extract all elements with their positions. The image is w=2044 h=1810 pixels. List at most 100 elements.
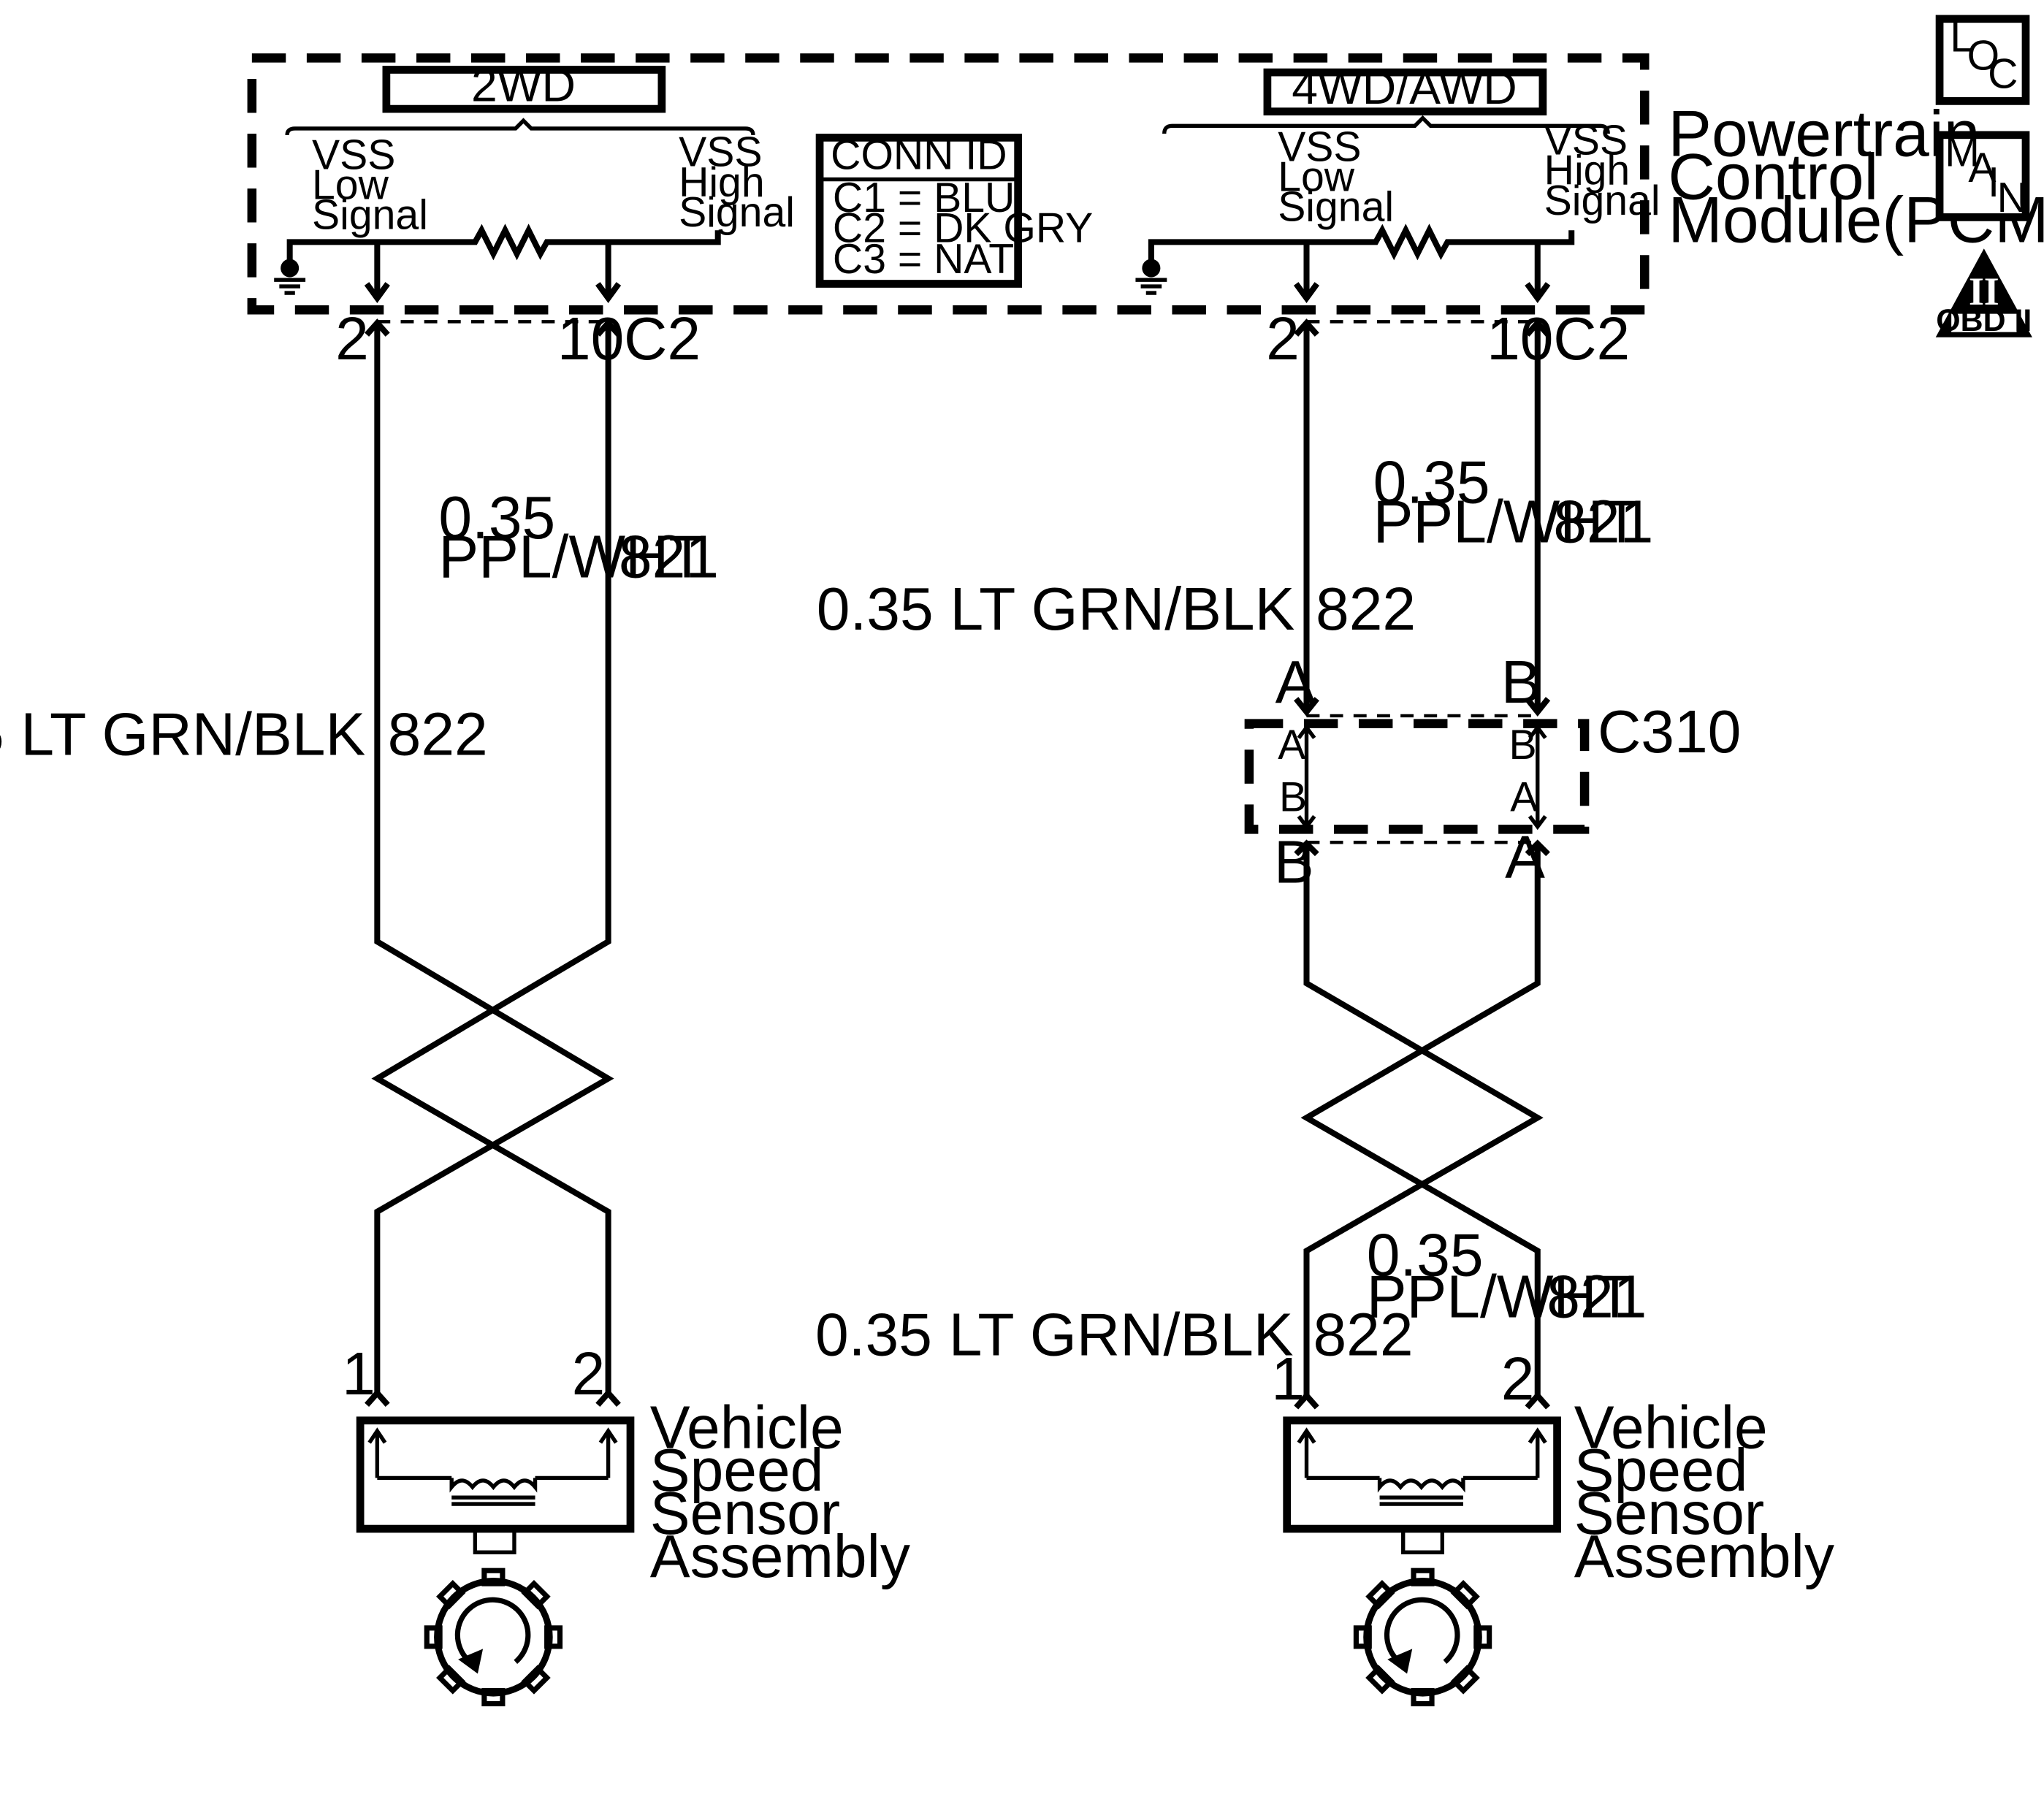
- conn-id-table: CONN ID C1 = BLU C2 = DK GRY C3 = NAT: [815, 131, 1093, 288]
- reluctor-wheel-icon-2wd: [424, 1567, 563, 1707]
- wire-821-color-lower-4wd: PPL/WHT: [1367, 1264, 1633, 1331]
- internal-wire-4wd: [1148, 224, 1575, 264]
- sensor-label-line2-2wd: Speed: [650, 1437, 824, 1504]
- sensor-connector-pins-2wd: [365, 1389, 621, 1407]
- sensor-label-line4-4wd: Assembly: [1574, 1524, 1834, 1590]
- ground-dot-2wd: [281, 259, 300, 278]
- sensor-connector-pins-4wd: [1294, 1391, 1551, 1410]
- vss-low-label-2wd-line1: VSS: [312, 131, 395, 178]
- internal-arrow-low-2wd: [364, 242, 390, 304]
- c310-inner-bottom-right: A: [1510, 774, 1538, 820]
- c310-top-right-pin: B: [1501, 649, 1541, 716]
- c310-inner-bottom-left: B: [1279, 774, 1307, 820]
- sensor-pin-2-label-4wd: 2: [1501, 1346, 1535, 1413]
- wire-821-gauge-upper-4wd: 0.35: [1373, 450, 1490, 516]
- c310-inner-top-right: B: [1509, 722, 1536, 768]
- wire-822-lower-4wd: [1303, 844, 1544, 1399]
- c310-boundary: [1244, 719, 1590, 834]
- wire-822-label-lower-4wd: 0.35 LT GRN/BLK: [815, 1302, 1294, 1368]
- sensor-coil-icon-4wd: [1377, 1478, 1465, 1493]
- wire-821-circuit-lower-4wd: 821: [1547, 1264, 1647, 1331]
- sensor-coil-icon-2wd: [449, 1478, 538, 1493]
- vss-high-label-2wd-line2: High: [679, 159, 765, 206]
- pcm-label-line1: Powertrain: [1668, 96, 1980, 169]
- pcm-4wd-circuit: 4WD/AWD VSS Low Signal VSS High Signal: [1135, 61, 1660, 304]
- harness-4wd: 2 10 C2 0.35 PPL/WHT 821 0.35 LT GRN/BLK…: [815, 306, 1741, 1413]
- inline-connector-c310: A B A B B A C310 B A: [1244, 649, 1741, 896]
- obd-ii-badge[interactable]: II OBD II: [1935, 248, 2032, 338]
- internal-arrow-high-2wd: [595, 242, 622, 304]
- wire-821-gauge-lower-4wd: 0.35: [1367, 1222, 1484, 1288]
- c310-terminal-right: [1528, 724, 1547, 830]
- c310-inner-top-left: A: [1278, 722, 1306, 768]
- conn-id-row-2: C2 = DK GRY: [833, 205, 1093, 251]
- vss-high-label-4wd-line3: Signal: [1544, 177, 1660, 224]
- wire-821-circuit-upper-4wd: 821: [1553, 489, 1653, 555]
- internal-wire-2wd: [286, 224, 721, 264]
- sensor-core-icon-2wd: [451, 1495, 535, 1506]
- ground-dot-4wd: [1142, 259, 1161, 278]
- connector-c2-label-2wd: C2: [624, 306, 701, 373]
- wire-822-circuit-upper-4wd: 822: [1316, 576, 1416, 643]
- variant-4wd-label: 4WD/AWD: [1292, 61, 1517, 114]
- loc-badge-frame: [1935, 15, 2030, 105]
- variant-4wd-box: [1263, 68, 1547, 116]
- wire-822-label-upper-4wd: 0.35 LT GRN/BLK: [817, 576, 1295, 643]
- vss-low-label-2wd-line3: Signal: [312, 191, 428, 238]
- sensor-stem-2wd: [473, 1527, 516, 1554]
- pin-high-label-2wd: 10: [557, 306, 624, 373]
- sensor-lead-left-2wd: [367, 1427, 452, 1481]
- sensor-body-2wd: [356, 1416, 635, 1533]
- wire-822-label-2wd: 0.35 LT GRN/BLK: [0, 702, 365, 768]
- pcm-label-line2: Control: [1668, 140, 1878, 213]
- main-badge[interactable]: M A I N: [1935, 129, 2030, 222]
- vehicle-speed-sensor-2wd: Vehicle Speed Sensor Assembly: [356, 1394, 910, 1707]
- wire-821-lower-4wd: [1300, 844, 1541, 1399]
- wire-822-circuit-2wd: 822: [388, 702, 488, 768]
- vss-high-label-4wd-line1: VSS: [1544, 118, 1628, 164]
- sensor-lead-right-4wd: [1463, 1427, 1547, 1481]
- loc-badge-letter-o: O: [1967, 33, 1999, 80]
- harness-2wd: 2 10 C2 0.35 PPL/WHT 821 0.35 LT GRN/BLK…: [0, 306, 719, 1408]
- wire-821-color-2wd: PPL/WHT: [438, 524, 705, 591]
- c310-terminal-left: [1297, 724, 1316, 830]
- variant-2wd-label: 2WD: [471, 58, 576, 111]
- vss-low-label-4wd-line2: Low: [1278, 154, 1355, 201]
- wire-822-2wd: [374, 323, 614, 1396]
- ground-symbol-2wd: [274, 278, 306, 295]
- sensor-core-icon-4wd: [1379, 1495, 1463, 1506]
- vss-low-label-4wd-line3: Signal: [1278, 184, 1394, 231]
- wire-821-circuit-2wd: 821: [619, 524, 719, 591]
- sensor-label-line1-2wd: Vehicle: [650, 1394, 844, 1461]
- main-badge-letter-m: M: [1945, 129, 1980, 176]
- main-badge-letter-a: A: [1968, 145, 1997, 191]
- internal-arrow-high-4wd: [1525, 242, 1551, 304]
- variant-2wd-box: [382, 66, 666, 113]
- main-badge-letter-i: I: [1988, 159, 1999, 206]
- pin-high-label-4wd: 10: [1487, 306, 1553, 373]
- pin-low-label-2wd: 2: [335, 306, 369, 373]
- wire-821-2wd: [371, 323, 611, 1396]
- wire-821-upper-4wd: [1525, 323, 1551, 717]
- reluctor-wheel-icon-4wd: [1353, 1567, 1492, 1707]
- conn-id-row-3: C3 = NAT: [833, 236, 1014, 283]
- loc-badge-letter-c: C: [1988, 51, 2018, 98]
- obd-ii-text: OBD II: [1936, 303, 2032, 338]
- internal-arrow-low-4wd: [1293, 242, 1320, 304]
- sensor-pin-2-label-2wd: 2: [572, 1341, 606, 1408]
- sensor-label-line3-2wd: Sensor: [650, 1481, 840, 1547]
- sensor-label-line3-4wd: Sensor: [1574, 1481, 1764, 1547]
- vss-high-label-4wd-line2: High: [1544, 148, 1631, 194]
- conn-id-title: CONN ID: [831, 131, 1007, 178]
- pcm-2wd-circuit: 2WD VSS Low Signal VSS High Signal: [274, 58, 795, 304]
- sensor-pin-1-label-2wd: 1: [342, 1341, 375, 1408]
- connector-c2-label-4wd: C2: [1553, 306, 1630, 373]
- wire-821-gauge-2wd: 0.35: [438, 485, 555, 551]
- obd-ii-roman: II: [1969, 270, 1999, 313]
- pin-low-label-4wd: 2: [1266, 306, 1300, 373]
- conn-id-box: [815, 134, 1022, 288]
- loc-badge[interactable]: L O C: [1935, 14, 2030, 105]
- brace-4wd: [1162, 115, 1610, 134]
- sensor-label-line1-4wd: Vehicle: [1574, 1394, 1768, 1461]
